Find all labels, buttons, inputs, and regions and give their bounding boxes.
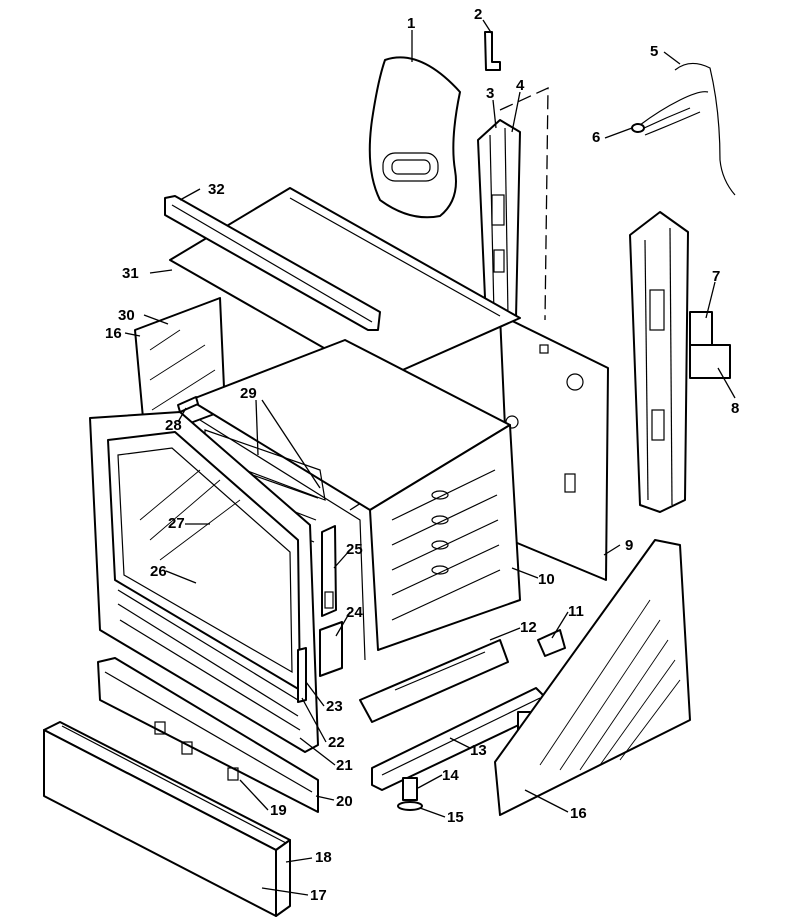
callout-16-left: 16 [105, 325, 122, 342]
callout-1: 1 [407, 15, 415, 32]
callout-7: 7 [712, 268, 720, 285]
callout-10: 10 [538, 571, 555, 588]
callout-31: 31 [122, 265, 139, 282]
callout-29: 29 [240, 385, 257, 402]
part-1-rear-panel [368, 56, 461, 219]
part-27-front-frame [89, 411, 319, 753]
part-17-18-drawer-front [43, 721, 291, 917]
leader-lines [124, 19, 736, 896]
callout-22: 22 [328, 734, 345, 751]
callout-21: 21 [336, 757, 353, 774]
callout-23: 23 [326, 698, 343, 715]
callout-20: 20 [336, 793, 353, 810]
part-3-4-rear-upright [477, 119, 521, 321]
callout-8: 8 [731, 400, 739, 417]
callout-11: 11 [568, 603, 584, 620]
part-2-bracket [484, 31, 501, 71]
callout-19: 19 [270, 802, 287, 819]
callout-16-right: 16 [570, 805, 587, 822]
part-31-top-panel [169, 187, 521, 381]
part-5-6-wiring-harness [631, 62, 736, 196]
callout-3: 3 [486, 85, 494, 102]
part-28-bracket [177, 396, 199, 413]
callout-13: 13 [470, 742, 487, 759]
callout-4: 4 [516, 77, 525, 94]
callout-26: 26 [150, 563, 167, 580]
callout-15: 15 [447, 809, 464, 826]
part-11-clip [537, 629, 566, 657]
callout-30: 30 [118, 307, 135, 324]
callout-28: 28 [165, 417, 182, 434]
callout-6: 6 [592, 129, 600, 146]
callout-12: 12 [520, 619, 537, 636]
callout-labels: 1 2 3 4 5 6 7 8 9 10 11 12 13 14 15 16 1… [105, 6, 739, 904]
part-16-right-outer-panel [494, 539, 691, 816]
callout-9: 9 [625, 537, 633, 554]
callout-18: 18 [315, 849, 332, 866]
callout-32: 32 [208, 181, 225, 198]
part-25-hinge [321, 525, 337, 617]
part-23-clip [297, 647, 307, 703]
callout-27: 27 [168, 515, 185, 532]
callout-17: 17 [310, 887, 327, 904]
callout-25: 25 [346, 541, 363, 558]
callout-2: 2 [474, 6, 482, 23]
part-12-bottom-panel [359, 639, 509, 723]
callout-5: 5 [650, 43, 658, 60]
callout-24: 24 [346, 604, 363, 621]
callout-14: 14 [442, 767, 459, 784]
part-7-8-side-upright [629, 211, 731, 513]
part-32-front-rail [164, 195, 381, 331]
